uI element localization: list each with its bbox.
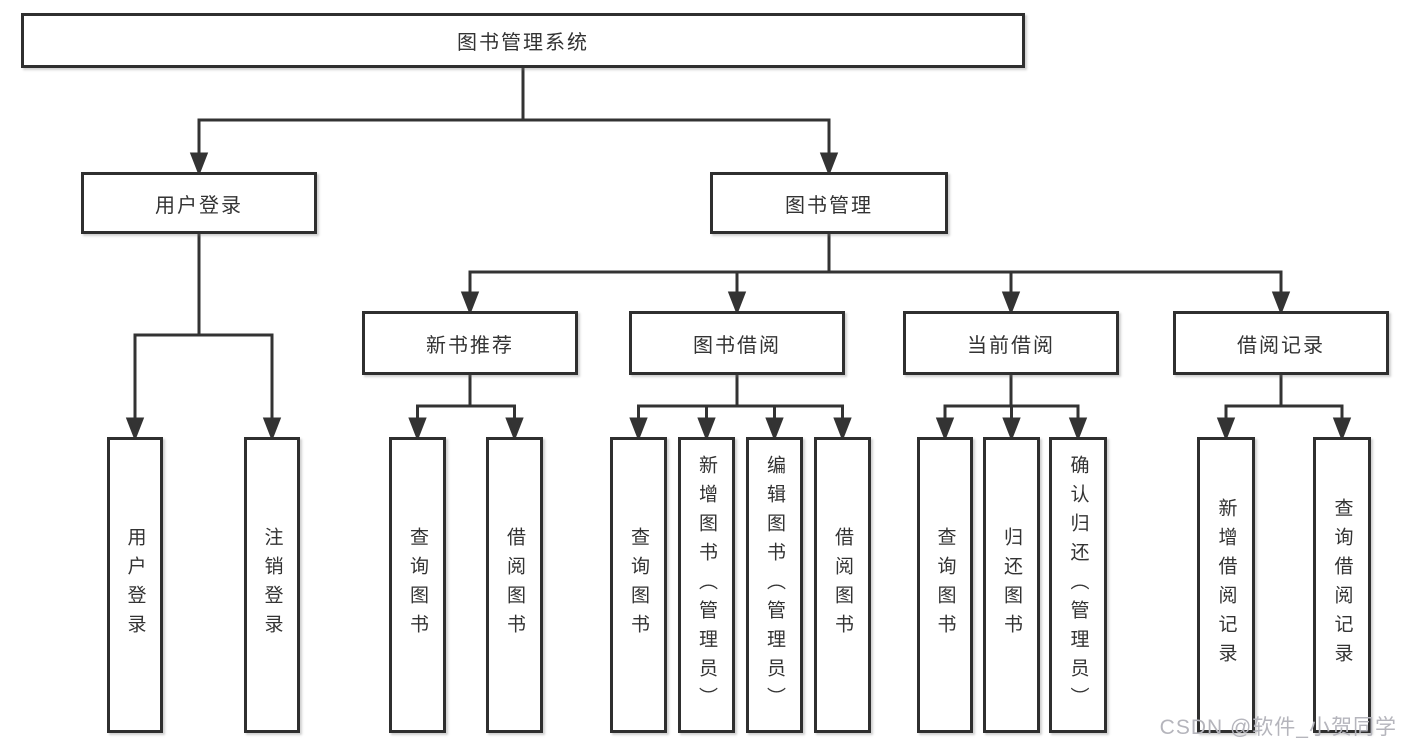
leaf-logout-label: 注销登录 <box>261 527 283 643</box>
node-user-login: 用户登录 <box>81 172 317 234</box>
node-new-book-recommend: 新书推荐 <box>362 311 578 375</box>
leaf-newbook-query-books: 查询图书 <box>389 437 446 733</box>
node-new-book-recommend-label: 新书推荐 <box>426 334 514 357</box>
leaf-user-login-label: 用户登录 <box>124 527 146 643</box>
node-borrow-record-label: 借阅记录 <box>1237 334 1325 357</box>
node-user-login-label: 用户登录 <box>155 194 243 217</box>
leaf-user-login: 用户登录 <box>107 437 163 733</box>
leaf-logout: 注销登录 <box>244 437 300 733</box>
leaf-borrow-query-books: 查询图书 <box>610 437 667 733</box>
leaf-newbook-query-books-label: 查询图书 <box>407 527 428 643</box>
leaf-borrow-books: 借阅图书 <box>814 437 871 733</box>
leaf-add-books-admin: 新增图书（管理员） <box>678 437 735 733</box>
leaf-borrow-books-label: 借阅图书 <box>832 527 853 643</box>
node-root: 图书管理系统 <box>21 13 1025 68</box>
leaf-edit-books-admin-label: 编辑图书（管理员） <box>764 454 785 716</box>
leaf-add-borrow-record-label: 新增借阅记录 <box>1215 498 1237 672</box>
leaf-current-query-books: 查询图书 <box>917 437 973 733</box>
node-book-borrow: 图书借阅 <box>629 311 845 375</box>
leaf-add-borrow-record: 新增借阅记录 <box>1197 437 1255 733</box>
leaf-add-books-admin-label: 新增图书（管理员） <box>696 454 717 716</box>
leaf-confirm-return-admin: 确认归还（管理员） <box>1049 437 1107 733</box>
node-book-borrow-label: 图书借阅 <box>693 334 781 357</box>
leaf-borrow-query-books-label: 查询图书 <box>628 527 649 643</box>
node-book-management: 图书管理 <box>710 172 948 234</box>
csdn-watermark: CSDN @软件_小贺同学 <box>1159 716 1397 739</box>
node-borrow-record: 借阅记录 <box>1173 311 1389 375</box>
leaf-newbook-borrow-books-label: 借阅图书 <box>504 527 525 643</box>
leaf-newbook-borrow-books: 借阅图书 <box>486 437 543 733</box>
leaf-return-books: 归还图书 <box>983 437 1040 733</box>
node-current-borrow: 当前借阅 <box>903 311 1119 375</box>
leaf-query-borrow-record: 查询借阅记录 <box>1313 437 1371 733</box>
leaf-current-query-books-label: 查询图书 <box>934 527 956 643</box>
node-current-borrow-label: 当前借阅 <box>967 334 1055 357</box>
leaf-return-books-label: 归还图书 <box>1001 527 1022 643</box>
leaf-edit-books-admin: 编辑图书（管理员） <box>746 437 803 733</box>
node-book-management-label: 图书管理 <box>785 194 873 217</box>
node-root-label: 图书管理系统 <box>457 32 589 54</box>
leaf-confirm-return-admin-label: 确认归还（管理员） <box>1067 454 1089 716</box>
leaf-query-borrow-record-label: 查询借阅记录 <box>1331 498 1353 672</box>
